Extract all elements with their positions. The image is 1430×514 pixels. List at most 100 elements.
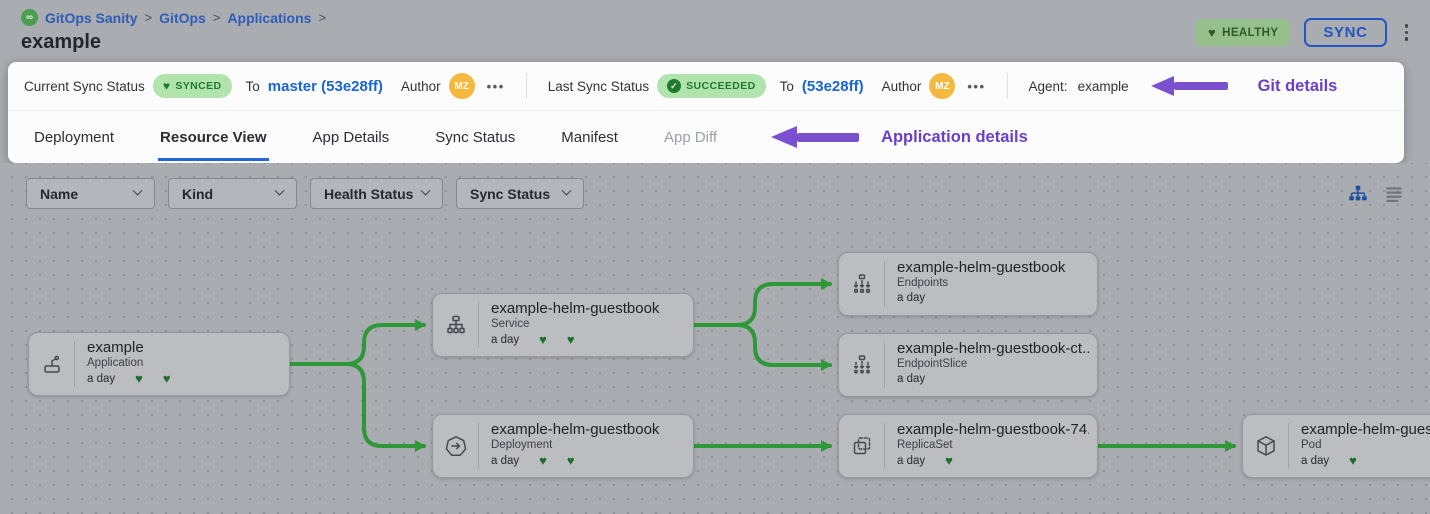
node-age: a day [1301,454,1330,467]
node-kind: Application [87,357,144,369]
filter-label: Health Status [324,185,414,202]
filter-name-dropdown[interactable]: Name [26,178,155,209]
breadcrumb-separator: > [318,10,327,25]
commit-more-button[interactable]: ••• [967,78,986,94]
tab-deployment[interactable]: Deployment [34,129,115,146]
tab-bar: Deployment Resource View App Details Syn… [8,110,1404,163]
author-avatar: MZ [448,73,475,99]
node-kind: ReplicaSet [897,439,953,451]
author-avatar: MZ [929,73,956,99]
page-title: example [21,31,102,53]
endpointslice-icon [839,334,884,396]
breadcrumb-link-gitops[interactable]: GitOps [159,9,206,26]
resource-node-application[interactable]: example Application a day ♥ ♥ [28,332,290,396]
resource-node-endpoints[interactable]: example-helm-guestbook Endpoints a day [838,252,1098,316]
chevron-down-icon [420,185,431,196]
chevron-down-icon [132,185,143,196]
to-label: To [779,78,794,94]
node-age: a day [491,333,520,346]
check-icon: ✓ [667,79,682,93]
agent-value: example [1077,78,1129,94]
health-heart-icon: ♥ [539,453,547,468]
node-kind: Service [491,318,530,330]
health-heart-icon: ♥ [566,453,575,468]
author-label: Author [881,78,922,94]
node-title: example-helm-guestbook [897,259,1066,276]
gitops-logo-icon: ∞ [21,9,38,26]
filter-label: Sync Status [470,185,551,202]
chevron-down-icon [274,185,285,196]
node-age: a day [897,454,926,467]
filter-kind-dropdown[interactable]: Kind [168,178,297,209]
to-label: To [245,78,260,94]
kebab-menu-icon[interactable] [1401,22,1413,43]
resource-node-pod[interactable]: example-helm-guestbook Pod a day ♥ [1242,414,1430,478]
succeeded-badge: ✓ SUCCEEDED [657,74,766,98]
tab-app-diff[interactable]: App Diff [663,129,718,146]
agent-label: Agent: [1028,78,1068,94]
commit-more-button[interactable]: ••• [486,78,505,94]
health-status-badge: ♥ HEALTHY [1196,19,1291,46]
node-kind: Deployment [491,439,553,451]
health-heart-icon: ♥ [162,371,171,386]
last-revision-link[interactable]: (53e28ff) [801,77,864,95]
divider [1006,73,1008,99]
git-details-annotation: Git details [1257,76,1338,95]
view-toggles [1347,183,1404,205]
resource-node-endpointslice[interactable]: example-helm-guestbook-ct... EndpointSli… [838,333,1098,397]
top-header: ∞ GitOps Sanity > GitOps > Applications … [0,0,1430,62]
node-age: a day [87,372,116,385]
synced-badge: ♥ SYNCED [152,74,232,98]
breadcrumb: ∞ GitOps Sanity > GitOps > Applications … [21,9,326,26]
tree-view-icon[interactable] [1347,183,1369,205]
heart-icon: ♥ [162,79,171,93]
health-heart-icon: ♥ [945,453,953,468]
health-heart-icon: ♥ [135,371,143,386]
node-title: example [87,339,144,356]
tab-manifest[interactable]: Manifest [561,129,618,146]
breadcrumb-separator: > [212,10,221,25]
resource-node-replicaset[interactable]: example-helm-guestbook-74... ReplicaSet … [838,414,1098,478]
filter-health-status-dropdown[interactable]: Health Status [310,178,443,209]
header-actions: ♥ HEALTHY SYNC [1196,18,1412,47]
application-icon [29,333,74,395]
sync-status-bar: Current Sync Status ♥ SYNCED To master (… [8,62,1404,110]
node-age: a day [491,454,520,467]
synced-badge-label: SYNCED [175,80,222,92]
breadcrumb-link-applications[interactable]: Applications [227,9,312,26]
node-title: example-helm-guestbook [1301,421,1430,438]
node-title: example-helm-guestbook-ct... [897,340,1089,357]
sync-button[interactable]: SYNC [1304,18,1387,47]
pod-icon [1243,415,1288,477]
breadcrumb-link-account[interactable]: GitOps Sanity [45,9,138,26]
health-heart-icon: ♥ [1349,453,1357,468]
tab-sync-status[interactable]: Sync Status [435,129,516,146]
filter-sync-status-dropdown[interactable]: Sync Status [456,178,584,209]
divider [525,73,527,99]
node-kind: Endpoints [897,277,949,289]
chevron-down-icon [561,185,572,196]
list-view-icon[interactable] [1384,184,1404,204]
node-age: a day [897,373,926,385]
health-heart-icon: ♥ [566,332,575,347]
node-title: example-helm-guestbook [491,300,660,317]
current-sync-status-label: Current Sync Status [24,78,145,94]
resource-node-service[interactable]: example-helm-guestbook Service a day ♥ ♥ [432,293,694,357]
filter-label: Name [40,185,79,202]
tab-resource-view[interactable]: Resource View [158,113,269,161]
heart-icon: ♥ [1208,25,1217,40]
node-kind: EndpointSlice [897,358,968,370]
author-label: Author [400,78,441,94]
health-status-label: HEALTHY [1222,26,1279,39]
current-revision-link[interactable]: master (53e28ff) [267,77,383,95]
node-title: example-helm-guestbook [491,421,660,438]
resource-node-deployment[interactable]: example-helm-guestbook Deployment a day … [432,414,694,478]
application-details-arrow [771,126,860,148]
filter-label: Kind [182,185,214,202]
node-age: a day [897,292,926,304]
filter-bar: Name Kind Health Status Sync Status [26,178,584,209]
last-sync-status-label: Last Sync Status [547,78,650,94]
replicaset-icon [839,415,884,477]
tab-app-details[interactable]: App Details [312,129,390,146]
